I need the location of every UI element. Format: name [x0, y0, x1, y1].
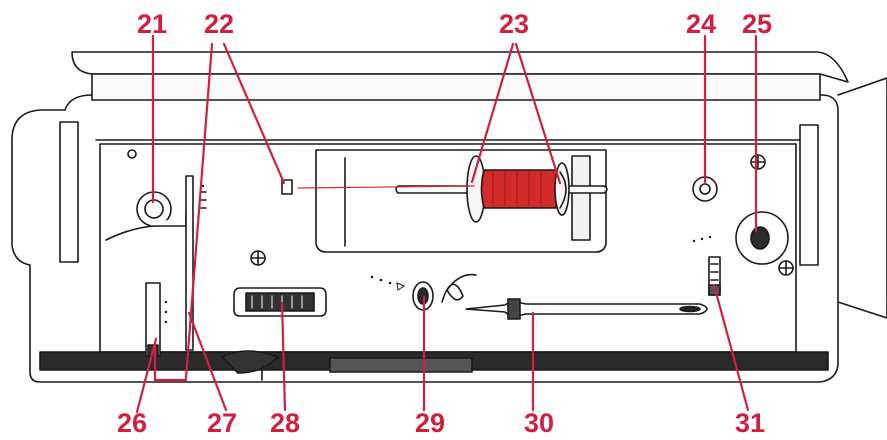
leader-22a [184, 42, 214, 380]
top-lid [71, 51, 849, 83]
callout-22: 22 [203, 9, 235, 39]
leader-23b [514, 42, 562, 185]
right-grip [799, 124, 819, 266]
callout-25: 25 [741, 9, 773, 39]
callout-29: 29 [414, 408, 446, 438]
callout-30: 30 [523, 408, 555, 438]
leader-31 [712, 283, 750, 412]
callout-27: 27 [206, 408, 238, 438]
leader-28 [280, 301, 287, 412]
leader-27 [187, 311, 228, 412]
left-grip [59, 121, 79, 263]
leader-23a [470, 42, 515, 184]
callout-26: 26 [116, 408, 148, 438]
callout-23: 23 [498, 9, 530, 39]
leader-27-hook [153, 344, 188, 382]
leader-22b [222, 42, 286, 185]
callout-31: 31 [734, 408, 766, 438]
arm-extension [837, 77, 887, 319]
callout-28: 28 [269, 408, 301, 438]
left-slot [145, 282, 161, 357]
callout-24: 24 [685, 9, 717, 39]
callout-21: 21 [136, 9, 168, 39]
leader-26 [135, 337, 158, 414]
